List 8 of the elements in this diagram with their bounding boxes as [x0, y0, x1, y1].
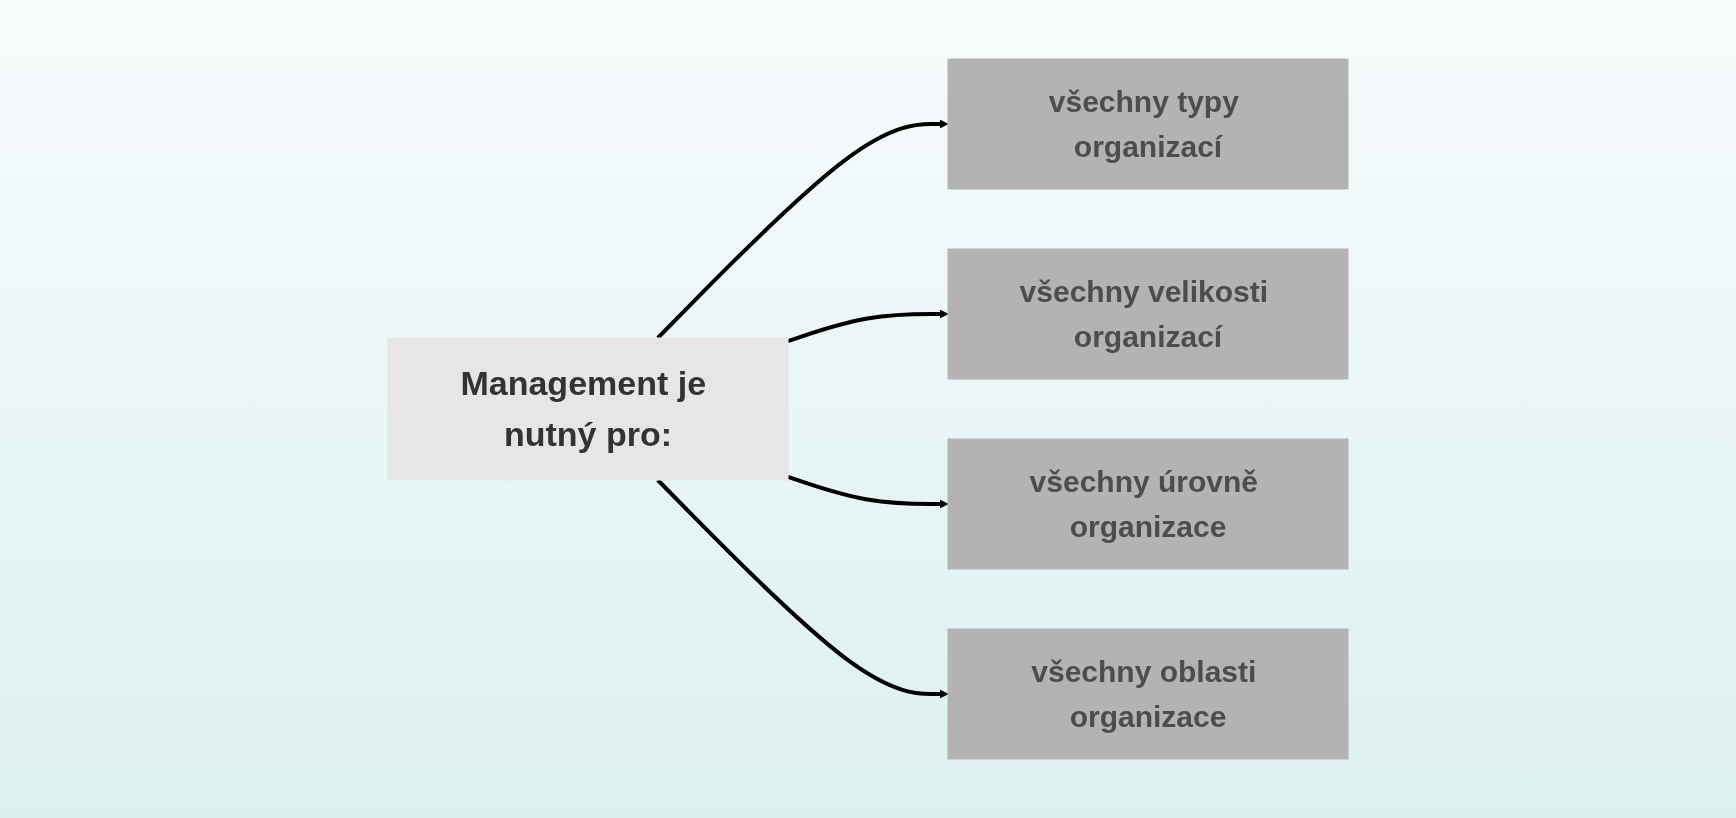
node-box: všechny úrovně organizace	[947, 438, 1349, 570]
node-box: všechny velikosti organizací	[947, 248, 1349, 380]
node-box: všechny oblasti organizace	[947, 628, 1349, 760]
arrow	[787, 309, 949, 344]
arrow	[787, 474, 949, 509]
arrow	[656, 119, 949, 340]
node-box: Management je nutný pro:	[387, 337, 789, 481]
node-box: všechny typy organizací	[947, 58, 1349, 190]
